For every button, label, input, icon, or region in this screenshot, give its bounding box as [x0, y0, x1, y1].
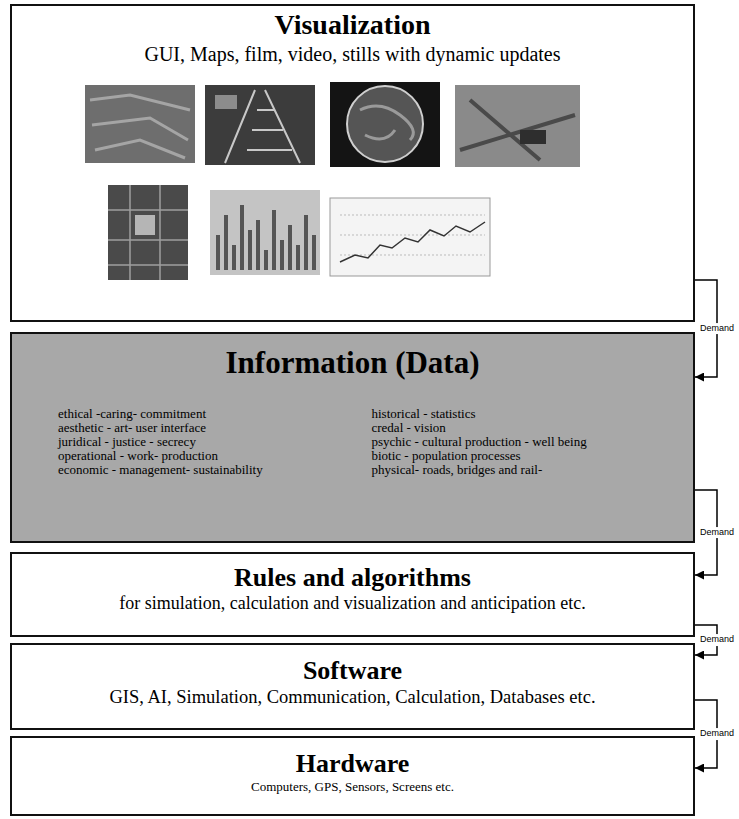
aerial-photo — [455, 85, 580, 167]
edge-label: Demand — [699, 323, 735, 335]
edge-label: Demand — [699, 634, 735, 646]
information-item: aesthetic - art- user interface — [58, 421, 372, 435]
layer-title: Software — [20, 655, 685, 686]
information-column: ethical -caring- commitmentaesthetic - a… — [58, 407, 372, 477]
layer-subtitle: for simulation, calculation and visualiz… — [20, 593, 685, 615]
map-block — [135, 215, 155, 235]
layer-title: Information (Data) — [20, 344, 685, 381]
information-item: operational - work- production — [58, 449, 372, 463]
chart-frame — [330, 198, 490, 276]
chart-grid — [340, 215, 485, 255]
map-photo — [108, 185, 188, 280]
photo-detail — [215, 95, 237, 109]
photo-texture — [90, 95, 190, 158]
chart-frame — [210, 190, 320, 275]
information-item: economic - management- sustainability — [58, 463, 372, 477]
bar-chart-image — [210, 190, 320, 275]
noise-photo — [85, 85, 195, 163]
information-column: historical - statisticscredal - visionps… — [372, 407, 686, 477]
software-layer: SoftwareGIS, AI, Simulation, Communicati… — [10, 643, 695, 730]
map-grid — [108, 185, 188, 280]
layer-subtitle: GUI, Maps, film, video, stills with dyna… — [20, 42, 685, 66]
edge-label: Demand — [699, 527, 735, 539]
line-chart-image — [330, 198, 490, 276]
layer-subtitle: Computers, GPS, Sensors, Screens etc. — [20, 779, 685, 795]
globe — [347, 86, 423, 162]
layer-title: Rules and algorithms — [20, 562, 685, 593]
photo-frame — [455, 85, 580, 167]
edge-label: Demand — [699, 728, 735, 740]
photo-frame — [85, 85, 195, 163]
information-item: juridical - justice - secrecy — [58, 435, 372, 449]
information-item: physical- roads, bridges and rail- — [372, 463, 686, 477]
information-item: psychic - cultural production - well bei… — [372, 435, 686, 449]
layer-subtitle: GIS, AI, Simulation, Communication, Calc… — [20, 686, 685, 708]
photo-frame — [108, 185, 188, 280]
visualization-layer: VisualizationGUI, Maps, film, video, sti… — [10, 4, 695, 322]
chart-line — [340, 222, 485, 262]
information-item: ethical -caring- commitment — [58, 407, 372, 421]
chart-bars — [218, 205, 314, 270]
information-columns: ethical -caring- commitmentaesthetic - a… — [20, 407, 685, 477]
vehicle — [520, 130, 546, 144]
globe-photo — [330, 82, 440, 167]
layer-title: Visualization — [20, 8, 685, 42]
railway-photo — [205, 85, 315, 165]
photo-frame — [330, 82, 440, 167]
rules-layer: Rules and algorithmsfor simulation, calc… — [10, 552, 695, 637]
information-item: credal - vision — [372, 421, 686, 435]
hardware-layer: HardwareComputers, GPS, Sensors, Screens… — [10, 736, 695, 816]
globe-land — [360, 106, 413, 140]
information-layer: Information (Data) ethical -caring- commi… — [10, 332, 695, 543]
layer-title: Hardware — [20, 748, 685, 779]
photo-frame — [205, 85, 315, 165]
information-item: biotic - population processes — [372, 449, 686, 463]
roads — [460, 100, 575, 160]
information-item: historical - statistics — [372, 407, 686, 421]
